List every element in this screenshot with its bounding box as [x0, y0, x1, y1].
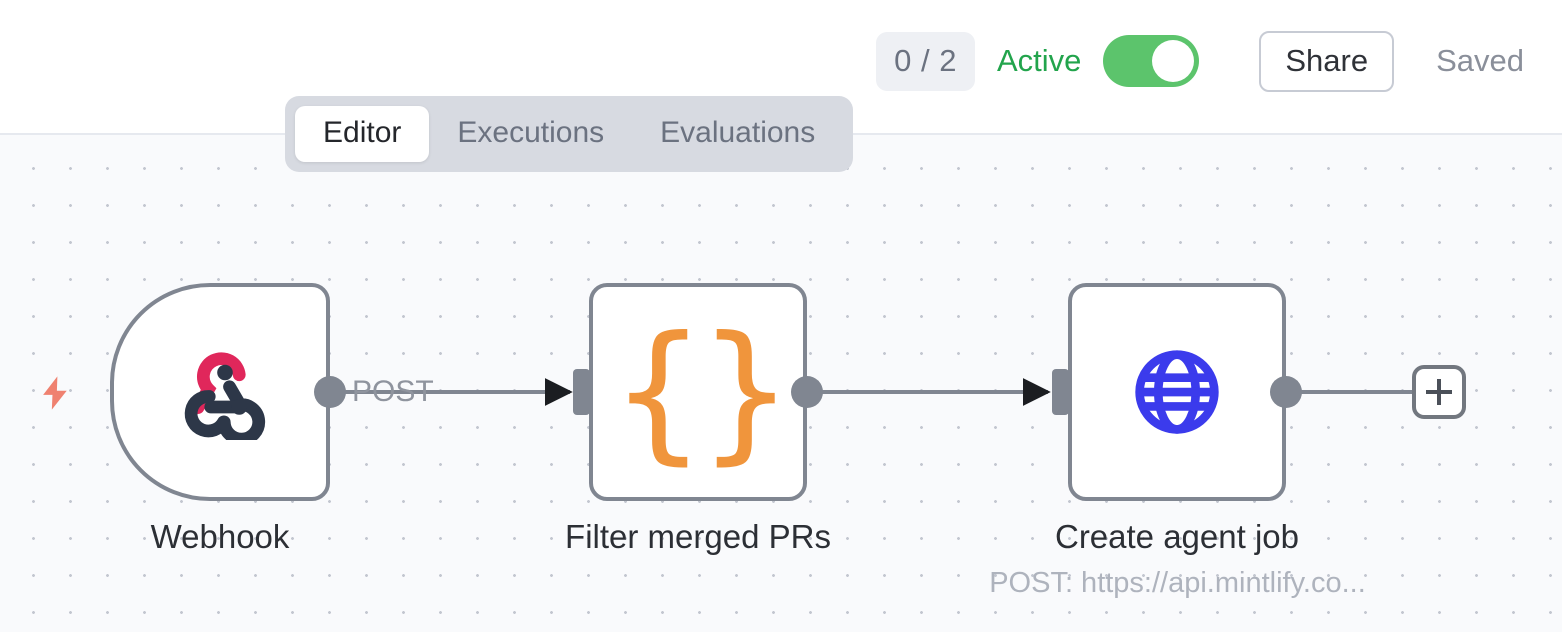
tab-executions[interactable]: Executions: [457, 116, 605, 149]
node-http-icon-wrap: [1072, 287, 1282, 497]
node-http-input-handle[interactable]: [1052, 369, 1069, 415]
node-webhook[interactable]: [110, 283, 330, 501]
workflow-canvas[interactable]: Webhook POST {} Filter merged PRs: [0, 135, 1562, 632]
active-status-label: Active: [996, 43, 1082, 78]
active-toggle[interactable]: [1103, 35, 1200, 87]
plus-icon: [1426, 379, 1452, 405]
node-filter-label: Filter merged PRs: [565, 518, 831, 555]
node-webhook-label: Webhook: [150, 518, 290, 555]
node-create-agent-job[interactable]: [1068, 283, 1286, 501]
node-http-label: Create agent job: [1054, 518, 1299, 555]
add-node-button[interactable]: [1412, 365, 1466, 419]
globe-icon: [1135, 350, 1219, 434]
share-button[interactable]: Share: [1259, 30, 1395, 92]
webhook-icon: [184, 352, 266, 440]
header-actions: 0 / 2 Active Share Saved: [876, 29, 1524, 93]
tab-editor[interactable]: Editor: [295, 106, 430, 162]
edge-label-post: POST: [352, 375, 434, 408]
saved-status-label: Saved: [1436, 43, 1524, 78]
node-webhook-output-handle[interactable]: [314, 376, 346, 408]
node-filter-output-handle[interactable]: [791, 376, 823, 408]
node-filter-input-handle[interactable]: [573, 369, 590, 415]
node-http-output-handle[interactable]: [1270, 376, 1302, 408]
flow-layer: Webhook POST {} Filter merged PRs: [0, 135, 1562, 632]
lightning-bolt-glyph: [43, 376, 67, 410]
toggle-knob: [1152, 40, 1195, 82]
node-webhook-icon-wrap: [114, 287, 326, 497]
view-tabs: Editor Executions Evaluations: [285, 96, 854, 172]
node-http-subtitle: POST: https://api.mintlify.co...: [989, 567, 1366, 599]
node-filter[interactable]: {}: [589, 283, 807, 501]
tab-evaluations[interactable]: Evaluations: [660, 116, 816, 149]
trigger-bolt-icon: [36, 373, 74, 418]
curly-braces-icon: {}: [610, 305, 794, 479]
run-count-badge: 0 / 2: [876, 31, 975, 91]
node-filter-icon-wrap: {}: [593, 287, 803, 497]
